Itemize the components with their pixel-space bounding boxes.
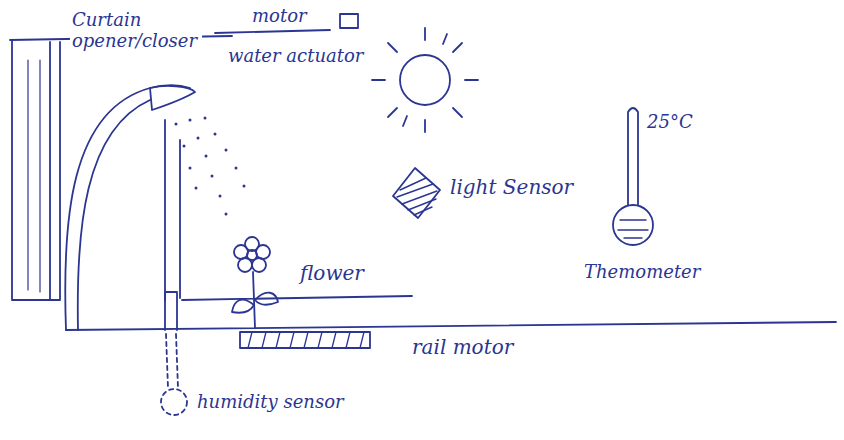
shelf-line — [182, 296, 412, 300]
humidity-label: humidity sensor — [195, 392, 346, 413]
sensor-label: light Sensor — [448, 176, 575, 199]
curtain-label: Curtain opener/closer — [70, 10, 202, 51]
temperature-value: 25°C — [645, 112, 695, 133]
water-pipe — [65, 85, 190, 330]
sun — [400, 55, 450, 105]
curtain-panel — [12, 40, 60, 300]
sensor-post — [165, 292, 177, 330]
motor-label: motor — [250, 6, 309, 27]
thermometer-label: Themometer — [582, 262, 702, 283]
water-spray — [175, 117, 246, 216]
motor-wire — [215, 30, 330, 33]
rail-symbol — [240, 332, 370, 348]
rail-motor-label: rail motor — [410, 336, 515, 359]
curtain-fold — [28, 60, 40, 292]
motor-symbol — [340, 14, 358, 28]
flower-label: flower — [298, 262, 366, 285]
water-nozzle — [150, 86, 195, 110]
ground-line — [66, 322, 836, 330]
water-pipe — [78, 100, 150, 330]
actuator-label: water actuator — [226, 46, 365, 67]
sun-rays — [372, 28, 478, 132]
flower-symbol — [232, 237, 278, 328]
curtain-panel — [165, 120, 180, 300]
humidity-sensor-symbol — [161, 334, 187, 415]
light-sensor-symbol — [393, 168, 440, 218]
